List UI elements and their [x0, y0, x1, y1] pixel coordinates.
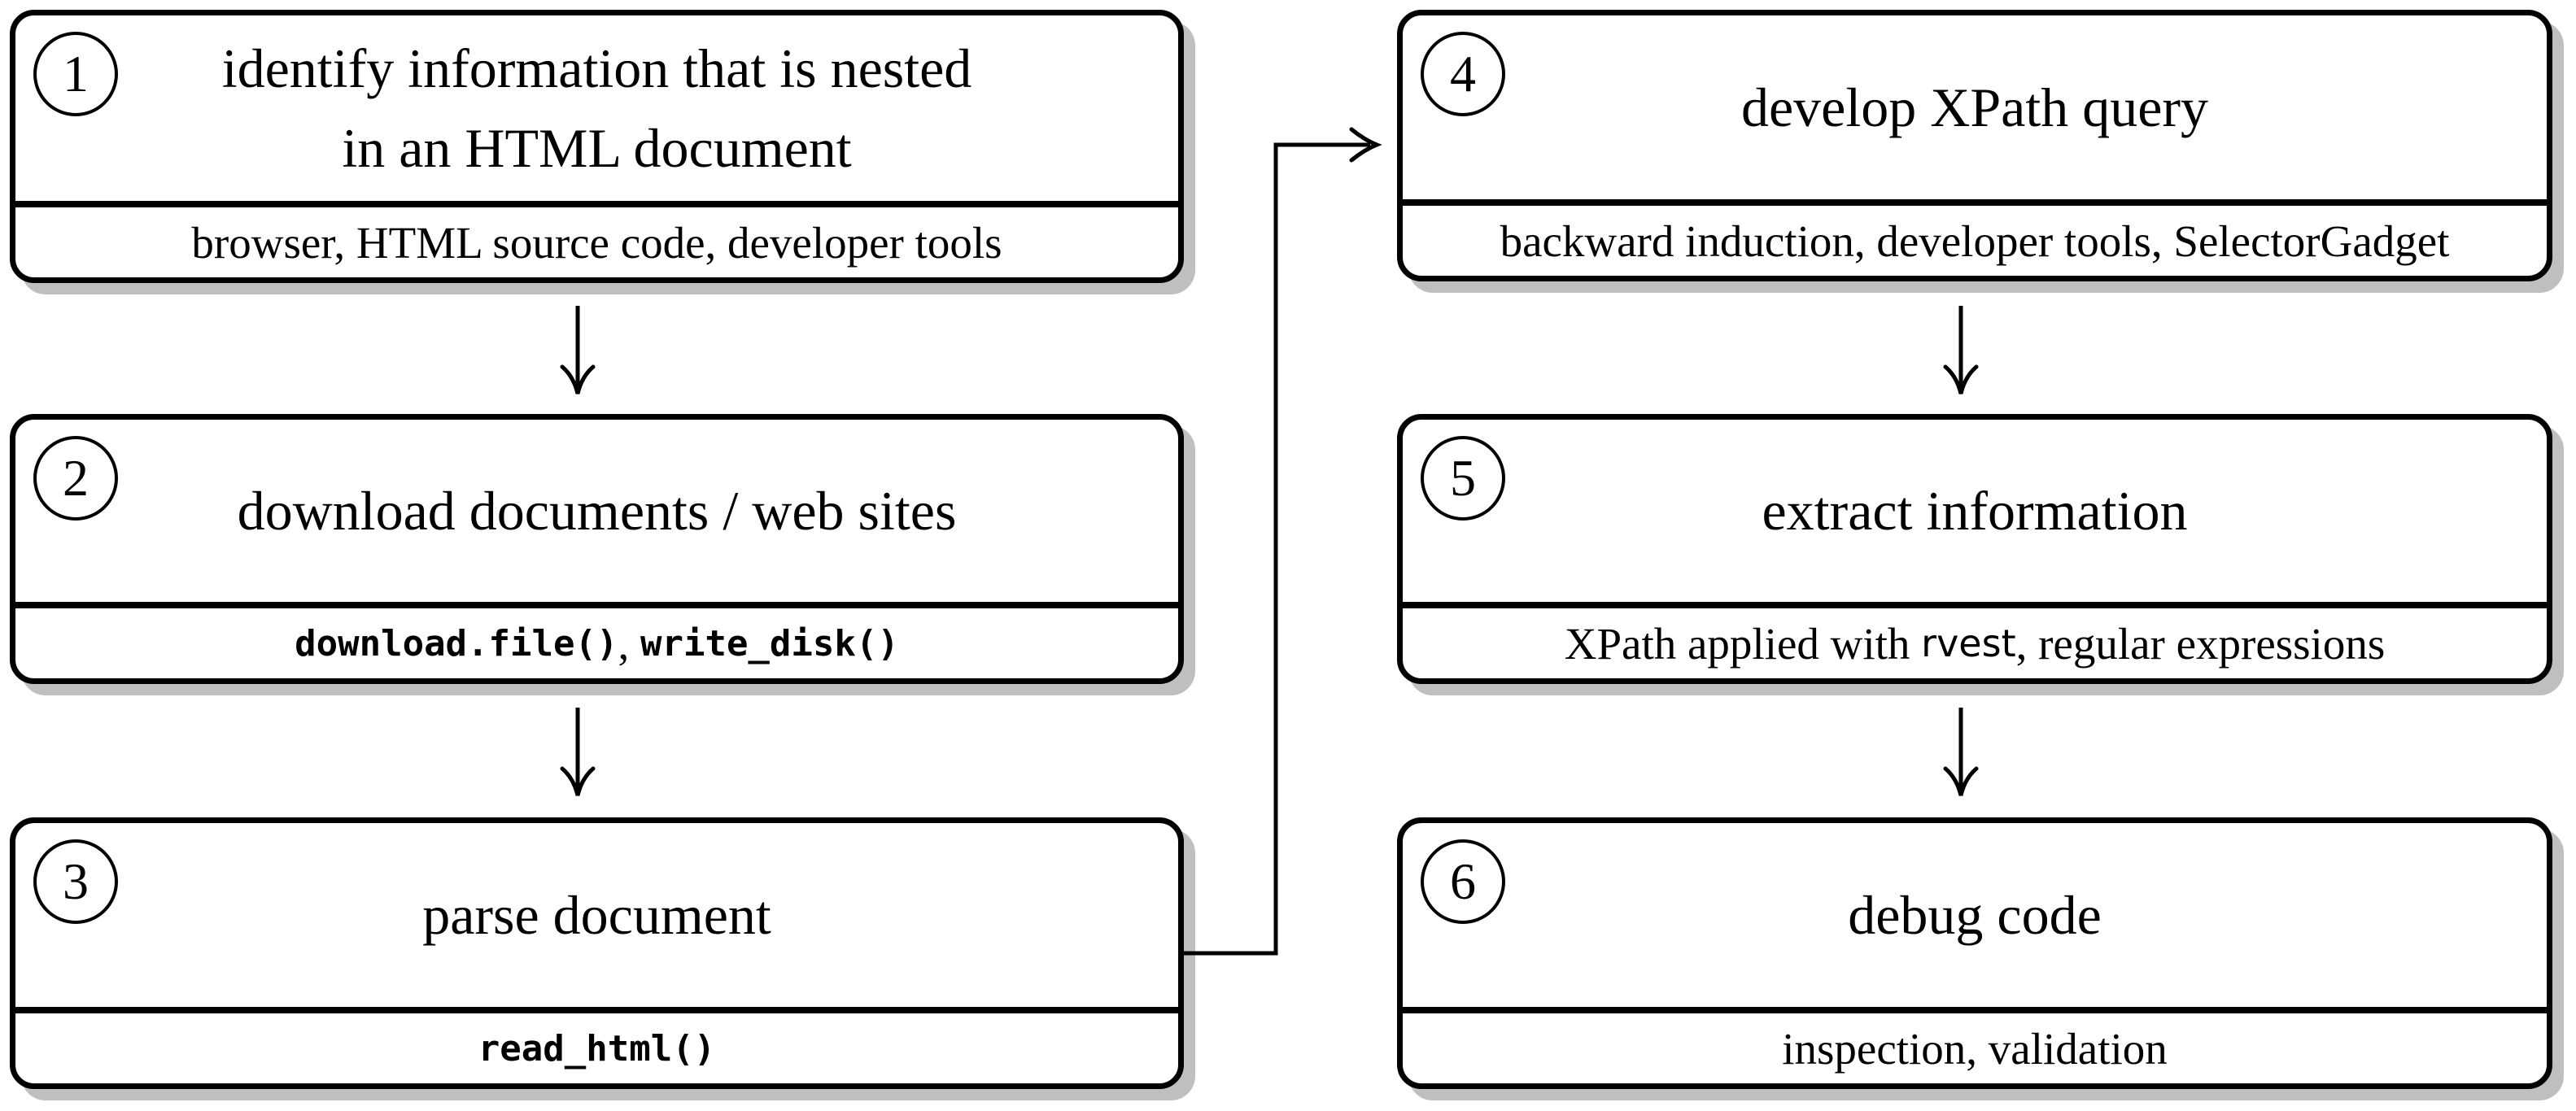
arrow-step1-to-step2-icon [553, 304, 602, 399]
step-4-title: develop XPath query [1741, 68, 2208, 147]
step-3-tools: read_html() [15, 1013, 1178, 1083]
step-box-5: 5 extract information XPath applied with… [1397, 414, 2552, 684]
step-6-tools: inspection, validation [1403, 1013, 2547, 1083]
arrow-step2-to-step3-icon [553, 706, 602, 800]
step-box-6: 6 debug code inspection, validation [1397, 817, 2552, 1089]
arrow-step5-to-step6-icon [1936, 706, 1985, 800]
step-4-number-badge: 4 [1421, 32, 1505, 116]
step-5-title-line-1: extract information [1762, 480, 2188, 542]
step-3-title: parse document [422, 875, 771, 955]
step-2-tools-separator: , [618, 618, 640, 669]
step-2-header: 2 download documents / web sites [15, 420, 1178, 602]
step-3-number: 3 [63, 852, 89, 910]
step-3-title-line-1: parse document [422, 884, 771, 946]
step-3-divider [15, 1007, 1178, 1013]
step-4-tools: backward induction, developer tools, Sel… [1403, 206, 2547, 276]
step-5-header: 5 extract information [1403, 420, 2547, 602]
step-1-title-line-2: in an HTML document [342, 117, 852, 179]
step-1-tools: browser, HTML source code, developer too… [15, 207, 1178, 277]
step-1-tools-text: browser, HTML source code, developer too… [191, 217, 1002, 268]
step-3-number-badge: 3 [33, 839, 118, 924]
step-1-title-line-1: identify information that is nested [221, 37, 972, 99]
step-6-number: 6 [1450, 852, 1476, 910]
step-6-tools-text: inspection, validation [1782, 1023, 2168, 1074]
step-5-number-badge: 5 [1421, 436, 1505, 521]
step-5-tools: XPath applied with rvest, regular expres… [1403, 608, 2547, 678]
step-5-title: extract information [1762, 471, 2187, 551]
step-2-title-line-1: download documents / web sites [237, 480, 957, 542]
step-1-number: 1 [63, 45, 89, 102]
step-5-tools-package: rvest [1921, 621, 2016, 665]
step-2-title: download documents / web sites [238, 471, 957, 551]
step-1-divider [15, 201, 1178, 207]
step-6-title-line-1: debug code [1848, 884, 2102, 946]
step-box-4: 4 develop XPath query backward induction… [1397, 10, 2552, 281]
step-4-tools-text: backward induction, developer tools, Sel… [1500, 216, 2450, 266]
step-2-number-badge: 2 [33, 436, 118, 521]
step-6-divider [1403, 1007, 2547, 1013]
step-2-number: 2 [63, 449, 89, 507]
step-2-divider [15, 602, 1178, 608]
step-4-title-line-1: develop XPath query [1740, 76, 2209, 138]
step-3-header: 3 parse document [15, 823, 1178, 1007]
step-6-number-badge: 6 [1421, 839, 1505, 924]
step-4-number: 4 [1450, 45, 1476, 102]
step-5-tools-text-1: XPath applied with [1564, 618, 1922, 669]
step-box-2: 2 download documents / web sites downloa… [10, 414, 1184, 684]
step-4-divider [1403, 199, 2547, 206]
step-5-number: 5 [1450, 449, 1476, 507]
step-6-title: debug code [1848, 875, 2102, 955]
arrow-step4-to-step5-icon [1936, 304, 1985, 399]
step-6-header: 6 debug code [1403, 823, 2547, 1007]
step-5-tools-text-2: , regular expressions [2015, 618, 2386, 669]
elbow-arrow-step3-to-step4-icon [1180, 120, 1391, 974]
step-2-tools: download.file(), write_disk() [15, 608, 1178, 678]
step-1-header: 1 identify information that is nested in… [15, 15, 1178, 201]
step-1-number-badge: 1 [33, 32, 118, 116]
step-2-tools-func-1: download.file() [295, 622, 618, 664]
step-5-divider [1403, 602, 2547, 608]
step-4-header: 4 develop XPath query [1403, 15, 2547, 199]
step-3-tools-func: read_html() [478, 1027, 716, 1070]
step-box-1: 1 identify information that is nested in… [10, 10, 1184, 283]
step-1-title: identify information that is nested in a… [222, 28, 972, 188]
step-box-3: 3 parse document read_html() [10, 817, 1184, 1089]
step-2-tools-func-2: write_disk() [640, 622, 899, 664]
